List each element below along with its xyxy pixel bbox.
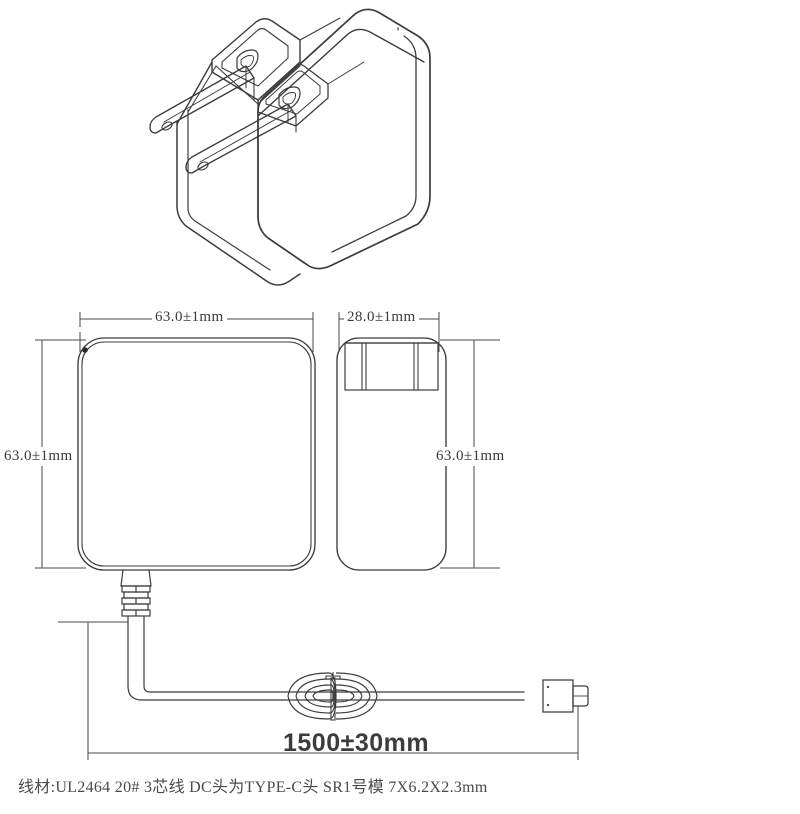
cable-run xyxy=(127,615,525,701)
dimension-label-front-width: 63.0±1mm xyxy=(152,310,227,325)
front-view-corner-marker xyxy=(82,347,88,353)
dimension-label-side-width: 28.0±1mm xyxy=(344,310,419,325)
isometric-charger-view xyxy=(149,8,431,286)
cable-coil xyxy=(287,672,378,721)
strain-relief xyxy=(120,569,152,617)
spec-note-text: 线材:UL2464 20# 3芯线 DC头为TYPE-C头 SR1号模 7X6.… xyxy=(18,779,488,796)
dimension-label-side-height: 63.0±1mm xyxy=(434,447,507,466)
side-view-outline xyxy=(336,337,447,571)
dimension-label-cable-length: 1500±30mm xyxy=(283,729,430,757)
dimension-cable-length xyxy=(58,621,579,760)
dimension-label-front-height: 63.0±1mm xyxy=(2,447,75,466)
usb-type-c-connector xyxy=(542,679,589,713)
front-view-outline xyxy=(77,337,316,571)
